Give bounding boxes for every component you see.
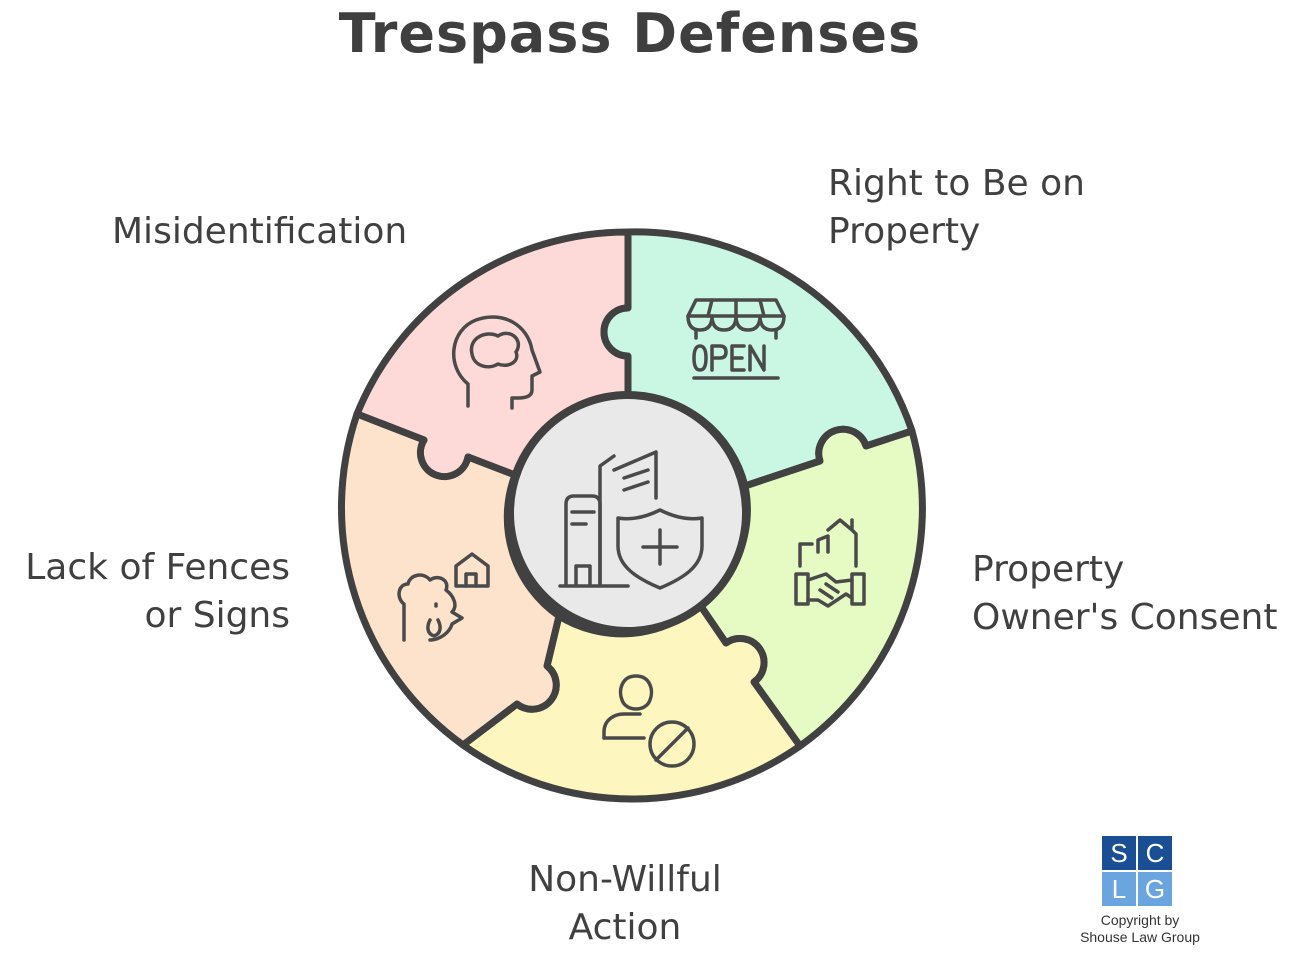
logo-letter-l: L bbox=[1102, 872, 1136, 906]
chicken-coop-icon bbox=[397, 552, 490, 642]
label-line: Lack of Fences bbox=[25, 547, 290, 588]
center-hub bbox=[506, 391, 750, 635]
copyright-line: Shouse Law Group bbox=[1080, 929, 1200, 945]
label-line: Right to Be on bbox=[828, 163, 1085, 204]
label-non-willful-action: Non-Willful Action bbox=[430, 856, 820, 952]
label-right-to-be-on-property: Right to Be on Property bbox=[828, 160, 1085, 256]
segment-lack-of-fences-or-signs bbox=[337, 410, 563, 749]
label-lack-of-fences-or-signs: Lack of Fences or Signs bbox=[25, 544, 290, 640]
sclg-logo: S C L G bbox=[1102, 836, 1174, 908]
logo-letter-c: C bbox=[1138, 836, 1172, 870]
logo-letter-s: S bbox=[1102, 836, 1136, 870]
label-line: Action bbox=[568, 907, 682, 948]
head-brain-icon bbox=[452, 315, 542, 410]
open-store-icon bbox=[686, 298, 786, 380]
label-line: Property bbox=[828, 211, 981, 252]
label-line: Non-Willful bbox=[528, 859, 722, 900]
user-blocked-icon bbox=[602, 674, 696, 768]
label-line: Owner's Consent bbox=[972, 597, 1278, 638]
label-misidentification: Misidentification bbox=[112, 208, 407, 256]
label-line: Property bbox=[972, 549, 1125, 590]
buildings-shield-icon bbox=[558, 450, 704, 590]
logo-letter-g: G bbox=[1138, 872, 1172, 906]
label-property-owners-consent: Property Owner's Consent bbox=[972, 546, 1277, 642]
copyright-notice: Copyright by Shouse Law Group bbox=[1060, 912, 1220, 946]
diagram-title: Trespass Defenses bbox=[338, 2, 922, 65]
handshake-house-icon bbox=[794, 518, 866, 608]
label-line: or Signs bbox=[144, 595, 290, 636]
label-line: Misidentification bbox=[112, 211, 408, 252]
copyright-line: Copyright by bbox=[1100, 912, 1180, 928]
